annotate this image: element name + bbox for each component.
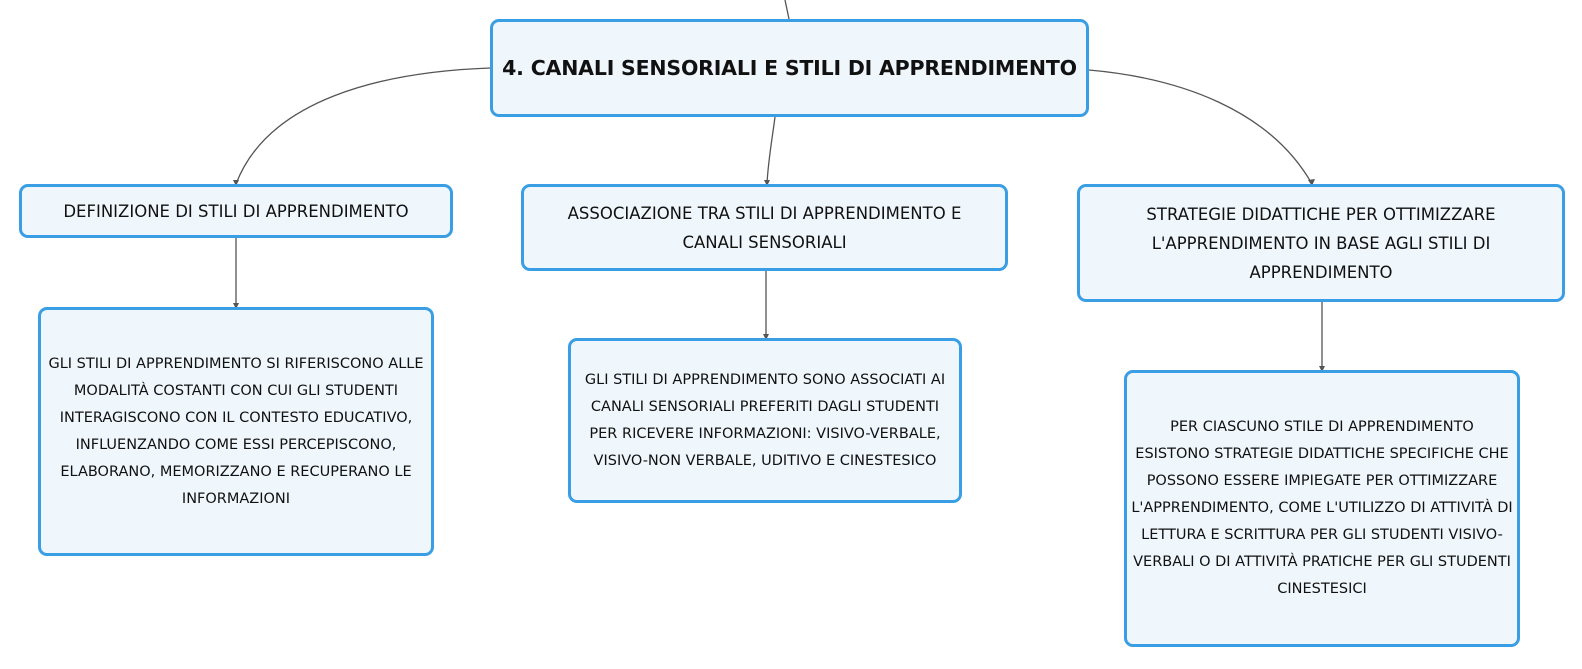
arrowhead-strategie bbox=[1308, 179, 1315, 186]
connector-root-associazione bbox=[766, 116, 776, 185]
topic-associazione-label: ASSOCIAZIONE TRA STILI DI APPRENDIMENTO … bbox=[567, 203, 962, 252]
subtopic-definizione-detail[interactable]: GLI STILI DI APPRENDIMENTO SI RIFERISCON… bbox=[38, 307, 434, 556]
subtopic-associazione-detail[interactable]: GLI STILI DI APPRENDIMENTO SONO ASSOCIAT… bbox=[568, 338, 962, 503]
arrowhead-definizione-detail bbox=[233, 303, 239, 309]
arrowhead-strategie-detail bbox=[1319, 366, 1325, 372]
topic-definizione-label: DEFINIZIONE DI STILI DI APPRENDIMENTO bbox=[63, 201, 409, 221]
subtopic-definizione-text: GLI STILI DI APPRENDIMENTO SI RIFERISCON… bbox=[48, 355, 424, 507]
root-topic-label: 4. CANALI SENSORIALI E STILI DI APPRENDI… bbox=[502, 56, 1077, 80]
subtopic-strategie-detail[interactable]: PER CIASCUNO STILE DI APPRENDIMENTO ESIS… bbox=[1124, 370, 1520, 647]
arrowhead-associazione bbox=[764, 180, 770, 186]
connector-parent-root bbox=[784, 0, 790, 20]
topic-strategie-label: STRATEGIE DIDATTICHE PER OTTIMIZZARE L'A… bbox=[1146, 204, 1496, 282]
topic-associazione-stili-canali[interactable]: ASSOCIAZIONE TRA STILI DI APPRENDIMENTO … bbox=[521, 184, 1008, 271]
topic-strategie-didattiche[interactable]: STRATEGIE DIDATTICHE PER OTTIMIZZARE L'A… bbox=[1077, 184, 1565, 302]
subtopic-strategie-text: PER CIASCUNO STILE DI APPRENDIMENTO ESIS… bbox=[1131, 419, 1513, 597]
topic-definizione-stili[interactable]: DEFINIZIONE DI STILI DI APPRENDIMENTO bbox=[19, 184, 453, 238]
root-topic-node[interactable]: 4. CANALI SENSORIALI E STILI DI APPRENDI… bbox=[490, 19, 1089, 117]
subtopic-associazione-text: GLI STILI DI APPRENDIMENTO SONO ASSOCIAT… bbox=[584, 371, 946, 469]
connector-root-definizione bbox=[235, 67, 491, 185]
arrowhead-definizione bbox=[233, 180, 239, 186]
connector-root-strategie bbox=[1088, 69, 1313, 185]
arrowhead-associazione-detail bbox=[763, 334, 769, 340]
